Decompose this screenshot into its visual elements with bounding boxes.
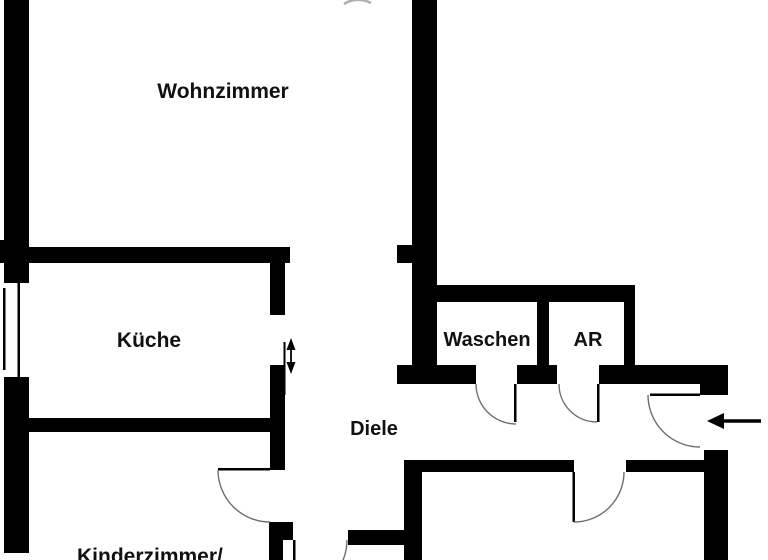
wall-ar-right [624, 302, 635, 365]
entrance-arrow-icon [707, 413, 761, 429]
window-opening [4, 283, 29, 377]
wall-left-exterior-lower [4, 377, 29, 553]
door-leaf-kinderzimmer [218, 468, 270, 471]
wall-left-step [0, 240, 29, 263]
wall-room-bottom-right-top-right [626, 460, 704, 472]
wall-diele-bottom [348, 530, 404, 545]
room-label-diele: Diele [350, 418, 398, 440]
wall-band-left [397, 365, 476, 384]
annotation-arrows [286, 338, 761, 429]
wall-band-middle [517, 365, 557, 384]
walls [0, 0, 728, 560]
sliding-arrow-head-down [286, 362, 296, 374]
sliding-door-arrow-icon [286, 338, 296, 374]
wall-band-right [599, 365, 728, 384]
wall-nub-upper [397, 245, 412, 263]
room-labels: Wohnzimmer Küche Waschen AR Diele Kinder… [77, 80, 603, 560]
door-arc-room-bottom-right [573, 471, 625, 523]
wall-entrance-upper-jamb [700, 365, 728, 395]
wall-left-exterior-upper [4, 0, 29, 283]
door-leaf-bottom-center [293, 540, 296, 560]
door-leaf-entrance [650, 393, 700, 396]
door-arc-kinderzimmer [217, 469, 271, 523]
room-label-kinderzimmer: Kinderzimmer/ [77, 545, 223, 560]
door-arcs [217, 383, 701, 560]
wall-kinderzimmer-right-lower [269, 540, 283, 560]
door-arc-waschen [475, 383, 517, 425]
wall-waschen-ar-top [412, 285, 635, 302]
wall-right-exterior-lower [704, 450, 728, 560]
cropped-door-arc-top [343, 0, 372, 6]
wall-wohnzimmer-bottom [25, 247, 290, 263]
door-arc-entrance [647, 394, 701, 448]
door-leaf-room-bottom-right [572, 472, 575, 522]
room-label-ar: AR [574, 329, 603, 351]
sliding-door-panel-kueche [283, 342, 286, 395]
wall-room-bottom-right-left [404, 460, 422, 560]
door-arc-bottom-center [342, 539, 348, 560]
door-leaf-waschen [514, 384, 517, 422]
window-left-wall [3, 283, 29, 377]
entrance-arrow-head [707, 413, 724, 429]
window-inner-line [17, 283, 20, 377]
window-outer-line [3, 288, 6, 370]
wall-kueche-right-lower [270, 365, 285, 470]
door-arc-ar [558, 383, 598, 423]
door-leaf-ar [597, 384, 600, 422]
sliding-arrow-head-up [286, 338, 296, 350]
wall-room-bottom-right-top-left [404, 460, 574, 472]
room-label-wohnzimmer: Wohnzimmer [157, 80, 288, 103]
wall-kueche-right-upper [270, 263, 285, 315]
wall-waschen-ar-divider [537, 302, 549, 365]
wall-kueche-bottom [25, 418, 270, 432]
wall-kinderzimmer-door-jamb [269, 522, 293, 540]
room-label-kueche: Küche [117, 329, 181, 352]
wall-main-vertical [412, 0, 437, 384]
room-label-waschen: Waschen [443, 329, 530, 351]
